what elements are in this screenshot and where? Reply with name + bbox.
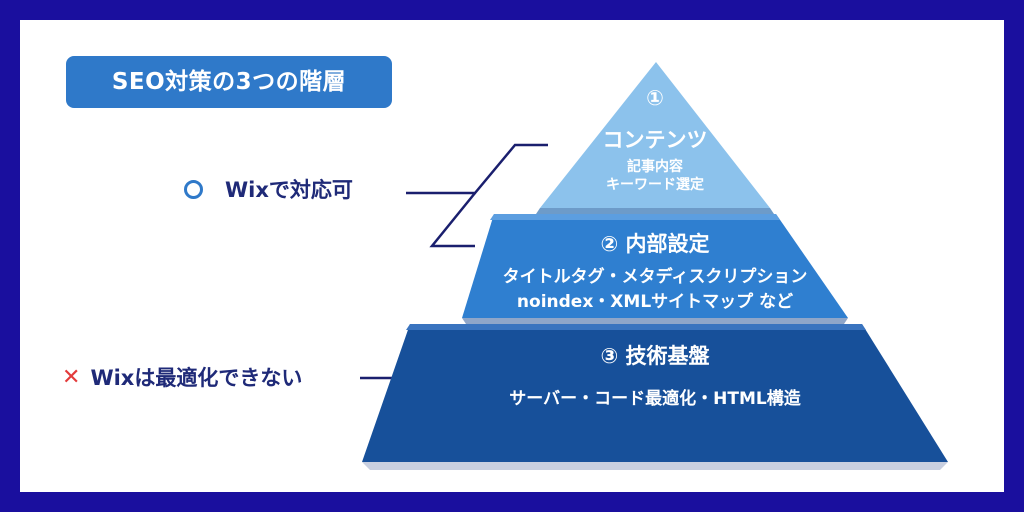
- tier-2-top-edge: [490, 214, 780, 220]
- tier-2-heading: ② 内部設定: [600, 232, 710, 256]
- bracket-ok-lower: [429, 192, 476, 248]
- tier-2-shadow: [462, 318, 848, 324]
- tier-3-shadow: [362, 462, 948, 470]
- tier-1-line-2: キーワード選定: [606, 177, 704, 193]
- note-ng: ✕ Wixは最適化できない: [62, 362, 302, 392]
- tier-3-top-edge: [406, 324, 866, 330]
- tier-2-shape: [462, 214, 848, 318]
- tier-1-shape: [540, 62, 770, 208]
- tier-3-heading: ③ 技術基盤: [600, 344, 710, 368]
- note-ok-label: Wixで対応可: [225, 178, 353, 202]
- tier-1-number: ①: [646, 86, 664, 110]
- tier-3-shape: [362, 324, 948, 462]
- note-ok: Wixで対応可: [184, 174, 353, 204]
- diagram-title: SEO対策の3つの階層: [66, 56, 392, 108]
- tier-1-line-1: 記事内容: [627, 159, 683, 175]
- tier-2-line-2: noindex・XMLサイトマップ など: [516, 292, 794, 312]
- bracket-ok: [406, 143, 548, 195]
- tier-1-shadow: [536, 208, 774, 214]
- cross-icon: ✕: [62, 364, 81, 390]
- tier-1-name: コンテンツ: [602, 128, 708, 152]
- circle-icon: [184, 179, 203, 199]
- tier-2-line-1: タイトルタグ・メタディスクリプション: [502, 267, 808, 287]
- note-ng-label: Wixは最適化できない: [90, 366, 303, 390]
- tier-3-line-1: サーバー・コード最適化・HTML構造: [509, 389, 801, 409]
